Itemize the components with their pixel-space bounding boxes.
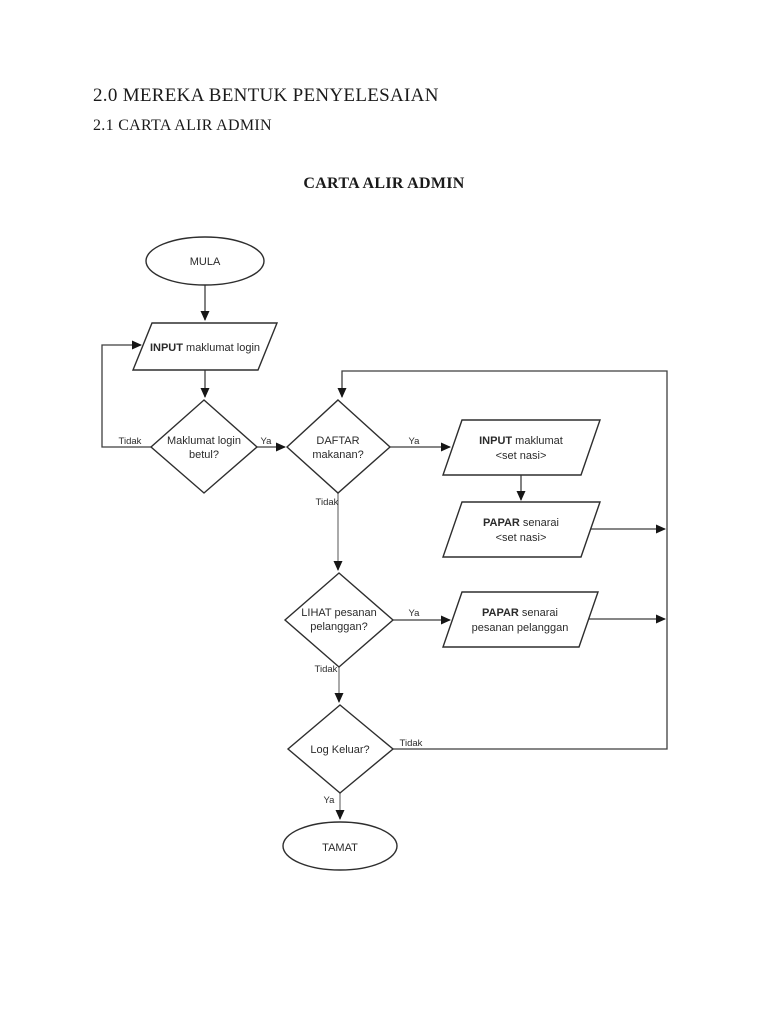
decision-login-diamond: Maklumat login betul?	[149, 399, 259, 494]
edge-label-daftar-tidak: Tidak	[316, 497, 339, 508]
connector-login-tidak-loop	[101, 340, 151, 448]
input-login-shape	[131, 322, 279, 371]
input-login-label: INPUT maklumat login	[150, 342, 260, 354]
decision-daftar-diamond: DAFTAR makanan?	[285, 399, 392, 494]
papar-pesanan-line2: pesanan pelanggan	[472, 622, 569, 634]
connector-logout-tidak-return-rail	[337, 370, 668, 750]
start-ellipse	[145, 236, 265, 286]
edge-label-logout-ya: Ya	[324, 795, 336, 806]
input-set-nasi-parallelogram: INPUT maklumat <set nasi>	[442, 419, 601, 476]
decision-logout-shape	[286, 704, 395, 794]
decision-daftar-line2: makanan?	[312, 449, 363, 461]
edge-label-logout-tidak: Tidak	[400, 738, 423, 749]
input-login-parallelogram: INPUT maklumat login	[131, 322, 279, 371]
papar-set-nasi-line2: <set nasi>	[496, 532, 547, 544]
decision-login-line2: betul?	[189, 449, 219, 461]
edge-label-lihat-tidak: Tidak	[315, 664, 338, 675]
end-ellipse	[282, 821, 398, 871]
edge-label-lihat-ya: Ya	[409, 608, 421, 619]
decision-lihat-diamond: LIHAT pesanan pelanggan?	[283, 572, 395, 668]
edge-label-daftar-ya: Ya	[409, 436, 421, 447]
decision-lihat-line2: pelanggan?	[310, 621, 368, 633]
decision-login-line1: Maklumat login	[167, 435, 241, 447]
papar-pesanan-line1: PAPAR senarai	[482, 607, 558, 619]
input-set-nasi-line2: <set nasi>	[496, 450, 547, 462]
diagram-title: CARTA ALIR ADMIN	[303, 175, 465, 192]
decision-daftar-line1: DAFTAR	[316, 435, 359, 447]
start-terminator: MULA	[145, 236, 265, 286]
input-set-nasi-line1: INPUT maklumat	[479, 435, 563, 447]
decision-lihat-line1: LIHAT pesanan	[301, 607, 376, 619]
decision-logout-label: Log Keluar?	[310, 744, 369, 756]
decision-lihat-shape	[283, 572, 395, 668]
input-set-nasi-shape	[442, 419, 601, 476]
papar-pesanan-shape	[442, 591, 599, 648]
decision-logout-diamond: Log Keluar?	[286, 704, 395, 794]
papar-set-nasi-parallelogram: PAPAR senarai <set nasi>	[442, 501, 601, 558]
section-heading: 2.0 MEREKA BENTUK PENYELESAIAN	[93, 85, 439, 106]
subsection-heading: 2.1 CARTA ALIR ADMIN	[93, 117, 272, 134]
edge-label-login-ya: Ya	[261, 436, 273, 447]
edge-label-login-tidak: Tidak	[119, 436, 142, 447]
end-terminator: TAMAT	[282, 821, 398, 871]
decision-daftar-shape	[285, 399, 392, 494]
papar-pesanan-parallelogram: PAPAR senarai pesanan pelanggan	[442, 591, 599, 648]
end-label: TAMAT	[322, 842, 358, 854]
papar-set-nasi-line1: PAPAR senarai	[483, 517, 559, 529]
papar-set-nasi-shape	[442, 501, 601, 558]
decision-login-shape	[149, 399, 259, 494]
start-label: MULA	[190, 256, 221, 268]
